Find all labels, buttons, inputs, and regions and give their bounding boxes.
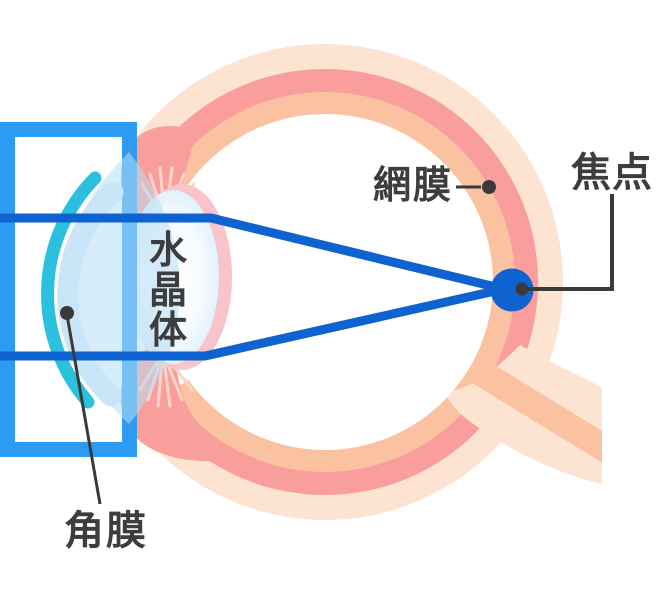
focal-marker-dot xyxy=(515,282,529,296)
lens-label-char-3: 体 xyxy=(149,308,187,352)
light-ray-top xyxy=(0,213,506,294)
cornea-label: 角膜 xyxy=(64,508,148,554)
retina-marker-dot xyxy=(482,180,496,194)
light-ray-bottom xyxy=(0,284,505,361)
focal-point-dot xyxy=(490,268,534,312)
focal-leader-line xyxy=(522,194,614,291)
cornea-leader-line xyxy=(65,314,102,505)
optic-nerve-stripe xyxy=(472,360,602,463)
retina-label: 網膜 xyxy=(373,163,453,207)
optic-nerve xyxy=(445,345,602,484)
cornea-marker-dot xyxy=(60,306,74,320)
lens-label-char-2: 晶 xyxy=(149,268,187,312)
lens-label-char-1: 水 xyxy=(149,228,188,272)
cornea-outer-arc xyxy=(41,171,102,409)
focal-point-label: 焦点 xyxy=(571,150,653,196)
